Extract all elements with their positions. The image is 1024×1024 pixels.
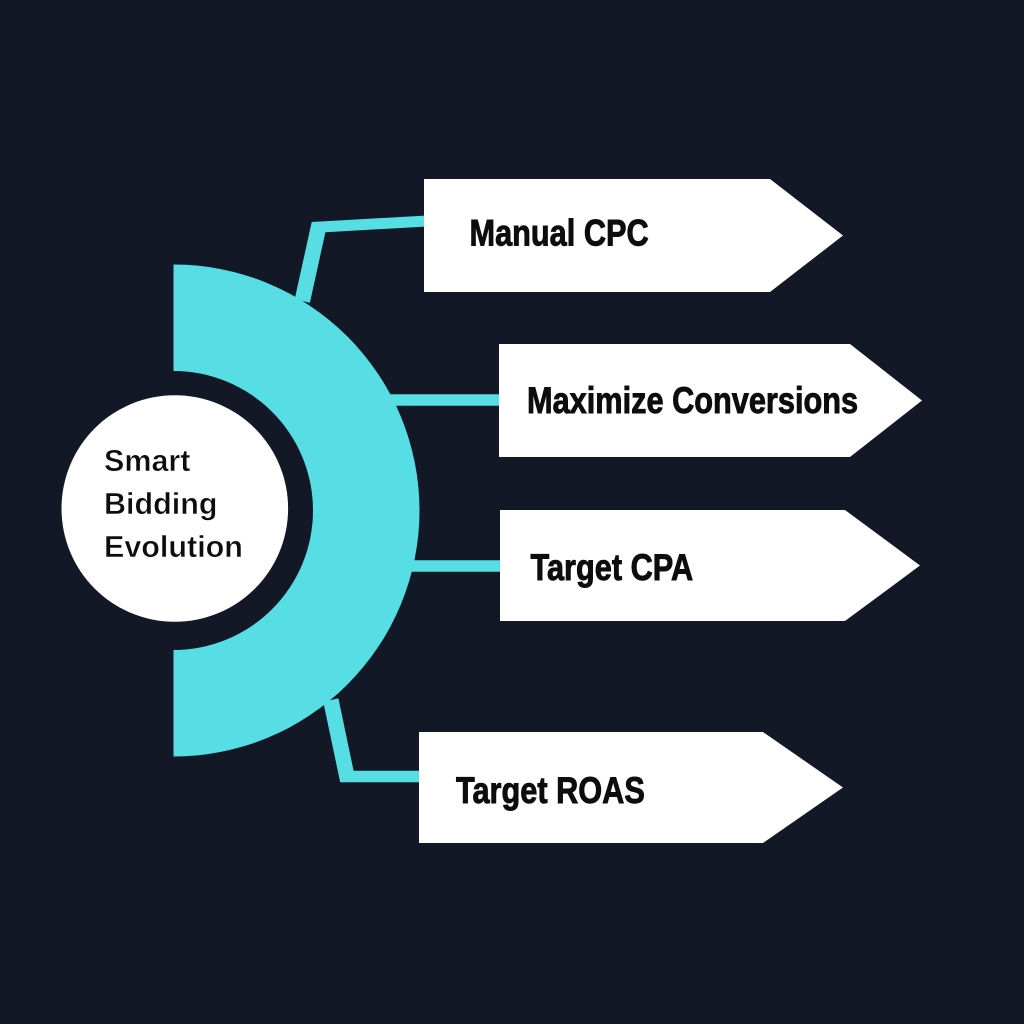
svg-text:Bidding: Bidding — [104, 487, 218, 521]
svg-text:Target CPA: Target CPA — [531, 547, 694, 588]
svg-text:Target ROAS: Target ROAS — [456, 770, 645, 811]
svg-text:Evolution: Evolution — [104, 530, 243, 564]
svg-text:Smart: Smart — [104, 444, 190, 478]
svg-text:Manual CPC: Manual CPC — [470, 213, 649, 254]
svg-text:Maximize Conversions: Maximize Conversions — [527, 380, 858, 421]
